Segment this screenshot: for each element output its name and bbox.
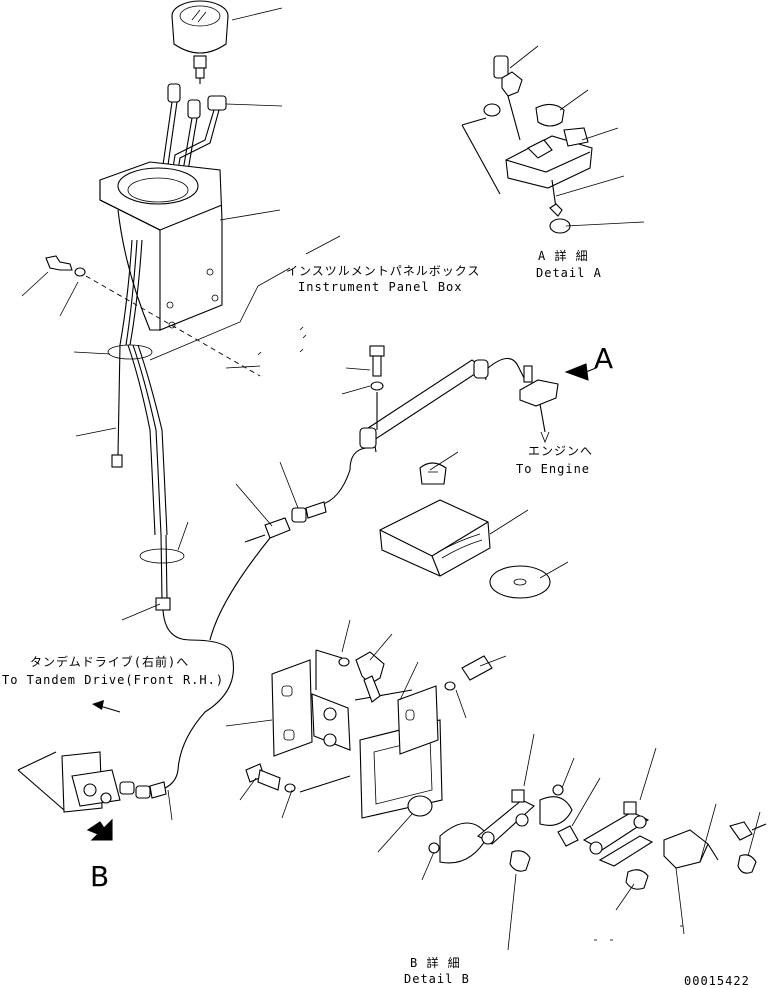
instrument-panel-box-label-jp: インスツルメントパネルボックス [286,264,481,278]
leader-lines [21,7,761,951]
small-marks [257,326,307,356]
detail-b-brackets [271,649,443,819]
cushion-pad [379,499,491,577]
detail-b-parts-right [407,784,767,941]
pressure-gauge [171,0,229,79]
bolt-center [369,345,385,430]
bolt-washer-left [45,255,261,377]
to-engine-label-en: To Engine [516,462,591,476]
detail-b-label-jp: B 詳 細 [410,956,461,970]
detail-a-assembly [461,55,593,234]
to-tandem-drive-label-en: To Tandem Drive(Front R.H.) [2,673,225,687]
callout-a: A [594,342,614,375]
to-engine-label-jp: エンジンへ [528,444,594,458]
washer-disc [489,565,551,599]
drawing-number: 00015422 [684,974,750,988]
detail-b-label-en: Detail B [404,972,470,986]
instrument-panel-box [99,161,223,331]
detail-a-label-en: Detail A [536,266,602,280]
cable-bracket [319,357,526,506]
direction-arrows [92,363,597,713]
detail-b-bolts [245,651,493,793]
switch-a [519,365,559,444]
harness-bundle [107,239,234,791]
cable-run [209,501,327,641]
to-tandem-drive-label-jp: タンデムドライブ(右前)へ [30,655,190,669]
callout-b: B [90,860,110,893]
cable-clamp [419,462,447,485]
instrument-panel-box-label-en: Instrument Panel Box [298,280,463,294]
detail-b-switch-left [17,751,167,841]
detail-a-label-jp: A 詳 細 [538,249,589,263]
